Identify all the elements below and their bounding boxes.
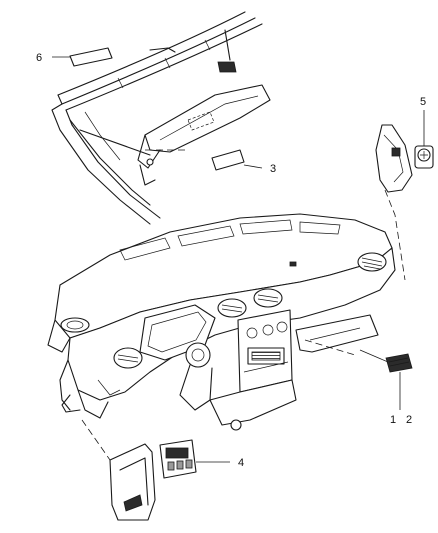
callout-3: 3: [270, 163, 276, 175]
callout-5: 5: [420, 96, 426, 108]
part-3-visor-label: [211, 149, 263, 171]
callout-4: 4: [238, 457, 244, 469]
switch-bezel: [159, 439, 197, 479]
sun-visor: [79, 84, 271, 186]
alignment-line-4: [81, 419, 111, 461]
callout-1: 1: [390, 414, 396, 426]
part-4-end-cap: [109, 439, 230, 521]
callout-2: 2: [406, 414, 412, 426]
alignment-line-5: [384, 189, 406, 281]
instrument-panel: [47, 213, 396, 431]
callout-6: 6: [36, 52, 42, 64]
part-1-2-label: [359, 349, 413, 410]
part-5-trim-panel: [375, 110, 434, 193]
part-6-label: [52, 47, 113, 67]
alignment-line-1-2: [304, 339, 356, 356]
windshield-frame: [51, 11, 263, 225]
medallion-part: [414, 145, 434, 169]
